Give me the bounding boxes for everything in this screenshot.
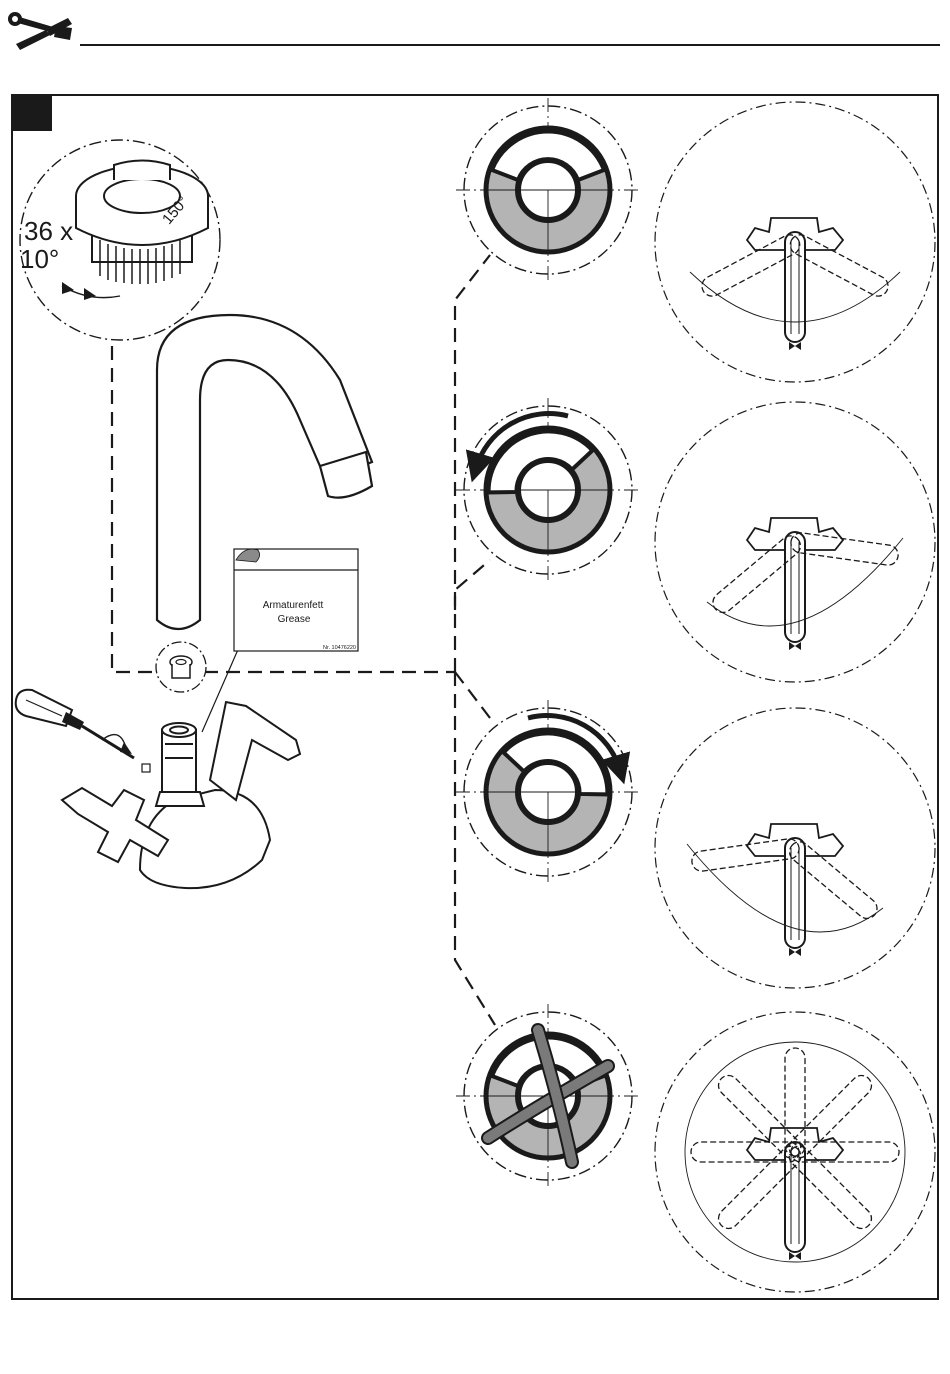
spline-count-label: 36 x (24, 216, 73, 246)
handle-view-stop-removed (655, 1012, 935, 1292)
stop-ring-rotated-right (456, 700, 640, 884)
grease-label-line2: Grease (278, 614, 311, 625)
faucet-assembly (62, 702, 300, 888)
cartridge-detail: 150° 36 x 10° (20, 140, 220, 340)
grease-part-number: Nr. 10476220 (323, 645, 356, 651)
screwdriver-drawing (16, 690, 150, 772)
handle-view-neutral (655, 102, 935, 382)
grease-label-line1: Armaturenfett (263, 600, 324, 611)
handle-view-column (655, 102, 935, 1292)
small-cartridge-detail (156, 642, 206, 692)
stop-ring-stop-removed (456, 1004, 640, 1188)
handle-view-rotated-right (655, 708, 935, 988)
spline-angle-label: 10° (20, 244, 59, 274)
handle-view-rotated-left (655, 402, 935, 682)
stop-ring-neutral (456, 98, 640, 282)
stop-ring-rotated-left (456, 398, 640, 582)
